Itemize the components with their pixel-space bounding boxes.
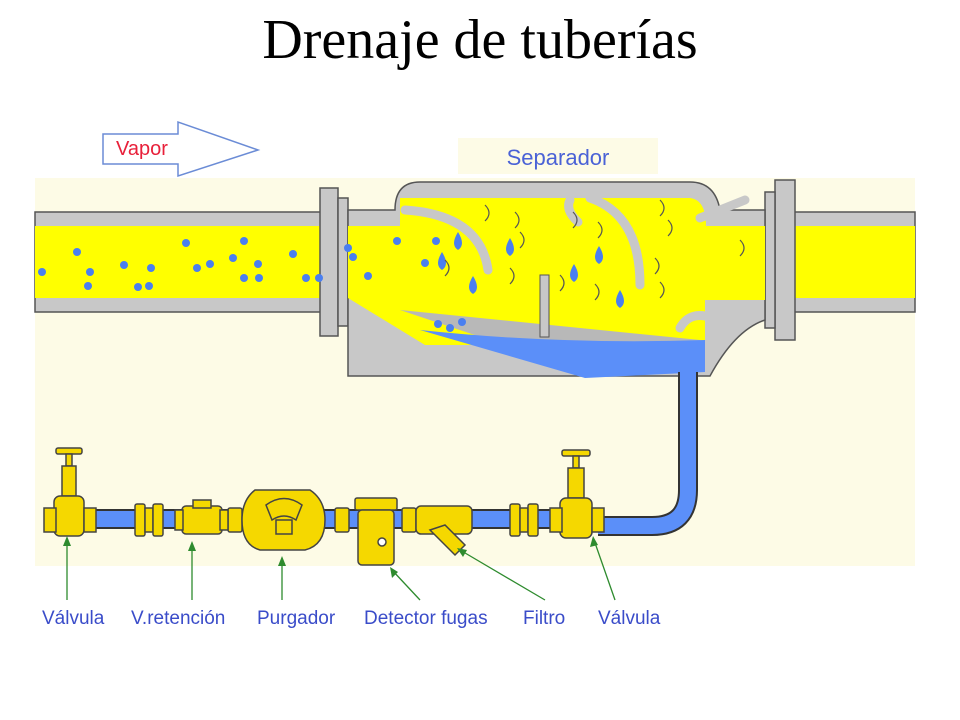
leak-detector xyxy=(354,497,398,566)
separator-label: Separador xyxy=(458,138,658,174)
flow-arcs xyxy=(444,199,745,301)
vapor-label: Vapor xyxy=(116,138,168,160)
caption-valve-right: Válvula xyxy=(598,608,661,629)
leader-lines xyxy=(66,539,616,601)
separator-body xyxy=(347,181,766,378)
caption-check-valve: V.retención xyxy=(131,608,226,629)
vapor-flow-arrow xyxy=(102,120,261,178)
valve-right xyxy=(549,449,605,539)
caption-leak-detector: Detector fugas xyxy=(364,608,488,629)
caption-steam-trap: Purgador xyxy=(257,608,336,629)
caption-valve-left: Válvula xyxy=(42,608,105,629)
steam-droplets xyxy=(38,237,440,291)
caption-strainer: Filtro xyxy=(523,608,566,629)
steam-trap xyxy=(241,489,326,551)
unions xyxy=(134,503,539,537)
strainer xyxy=(415,505,473,557)
separator-flanges xyxy=(319,179,796,341)
valve-left xyxy=(43,447,97,537)
check-valve xyxy=(174,499,229,535)
water-drops xyxy=(434,232,624,332)
main-steam-pipe xyxy=(34,211,916,313)
leader-arrowheads xyxy=(63,536,598,578)
drain-pipe xyxy=(598,372,698,536)
page-title: Drenaje de tuberías xyxy=(262,9,698,71)
